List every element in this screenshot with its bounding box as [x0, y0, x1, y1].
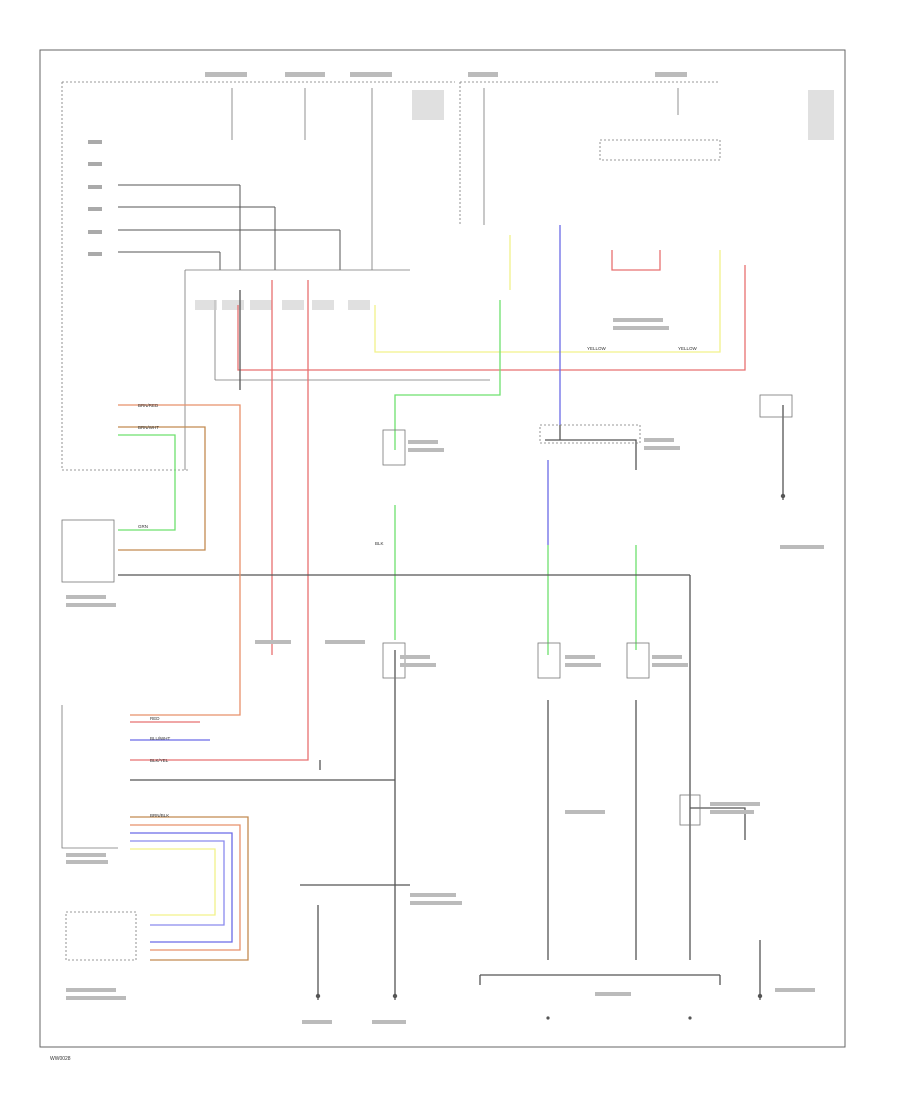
label-brn-wht: BRN/WHT — [138, 425, 159, 430]
label-grn: GRN — [138, 524, 148, 529]
label-blk: BLK — [375, 541, 384, 546]
left-harness-rows — [118, 184, 341, 270]
yellow-wires — [374, 235, 721, 353]
red-wires — [130, 250, 746, 761]
control-panel-module — [61, 519, 116, 607]
wire-color-labels: BRN/RED BRN/WHT GRN YELLOW YELLOW BLU/WH… — [138, 346, 698, 818]
body-ecu-wires — [118, 404, 241, 716]
label-yellow: YELLOW — [587, 346, 607, 351]
label-red: RED — [150, 716, 160, 721]
label-blk-yel: BLK/YEL — [150, 758, 169, 763]
label-yellow-2: YELLOW — [678, 346, 698, 351]
bottom-left-bundle — [130, 721, 249, 961]
left-pin-labels — [88, 140, 102, 256]
fuse-labels-top — [205, 72, 834, 140]
ground-markers — [315, 493, 786, 1020]
diagram-frame — [39, 49, 846, 1048]
footer-code: WW0028 — [50, 1056, 71, 1062]
ecu-module-lower — [61, 705, 118, 864]
connector-strip — [184, 269, 490, 470]
label-brn-blk: BRN/BLK — [150, 813, 169, 818]
green-wires — [394, 300, 637, 655]
label-blu-wht: BLU/WHT — [150, 736, 171, 741]
blue-wires — [547, 225, 561, 545]
grounds — [479, 974, 721, 985]
black-wires — [118, 290, 784, 1000]
label-brn-red: BRN/RED — [138, 403, 159, 408]
sensor-assembly — [65, 911, 137, 1000]
small-label-blocks — [255, 318, 824, 1024]
switch-boxes — [382, 139, 793, 826]
fuse-box-top — [61, 81, 720, 471]
